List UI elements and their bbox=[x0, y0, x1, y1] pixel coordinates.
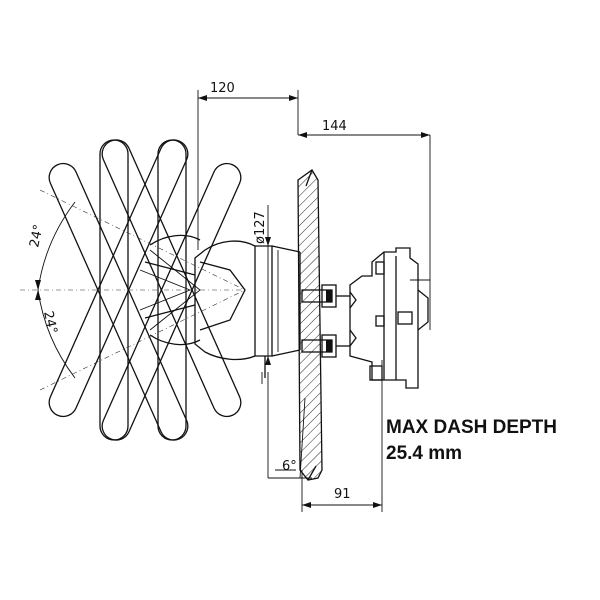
max-dash-depth-note: MAX DASH DEPTH 25.4 mm bbox=[386, 417, 557, 464]
angle-label-upper: 24° bbox=[27, 223, 46, 249]
hub-housing bbox=[194, 240, 301, 384]
dimension-120: 120 bbox=[197, 81, 299, 250]
dim-label-91: 91 bbox=[334, 487, 351, 502]
wheel-rim-outlines bbox=[48, 139, 242, 441]
helm-unit bbox=[349, 247, 430, 389]
dim-label-diameter: ø127 bbox=[253, 211, 268, 244]
dimension-diameter: ø127 bbox=[253, 205, 271, 365]
dim-label-144: 144 bbox=[322, 119, 347, 134]
angle-label-dash: 6° bbox=[282, 459, 297, 474]
mounting-hardware bbox=[301, 284, 350, 358]
tilt-angle-arcs: 24° 24° bbox=[20, 189, 246, 391]
dashboard-section bbox=[297, 169, 323, 481]
dimension-91: 91 bbox=[301, 360, 383, 512]
dimension-144: 144 bbox=[298, 119, 431, 330]
note-line-1: MAX DASH DEPTH bbox=[386, 417, 557, 438]
dim-label-120: 120 bbox=[210, 81, 235, 96]
angle-label-lower: 24° bbox=[40, 310, 59, 336]
dash-tilt-indicator: 6° bbox=[267, 372, 312, 479]
note-line-2: 25.4 mm bbox=[386, 443, 462, 464]
